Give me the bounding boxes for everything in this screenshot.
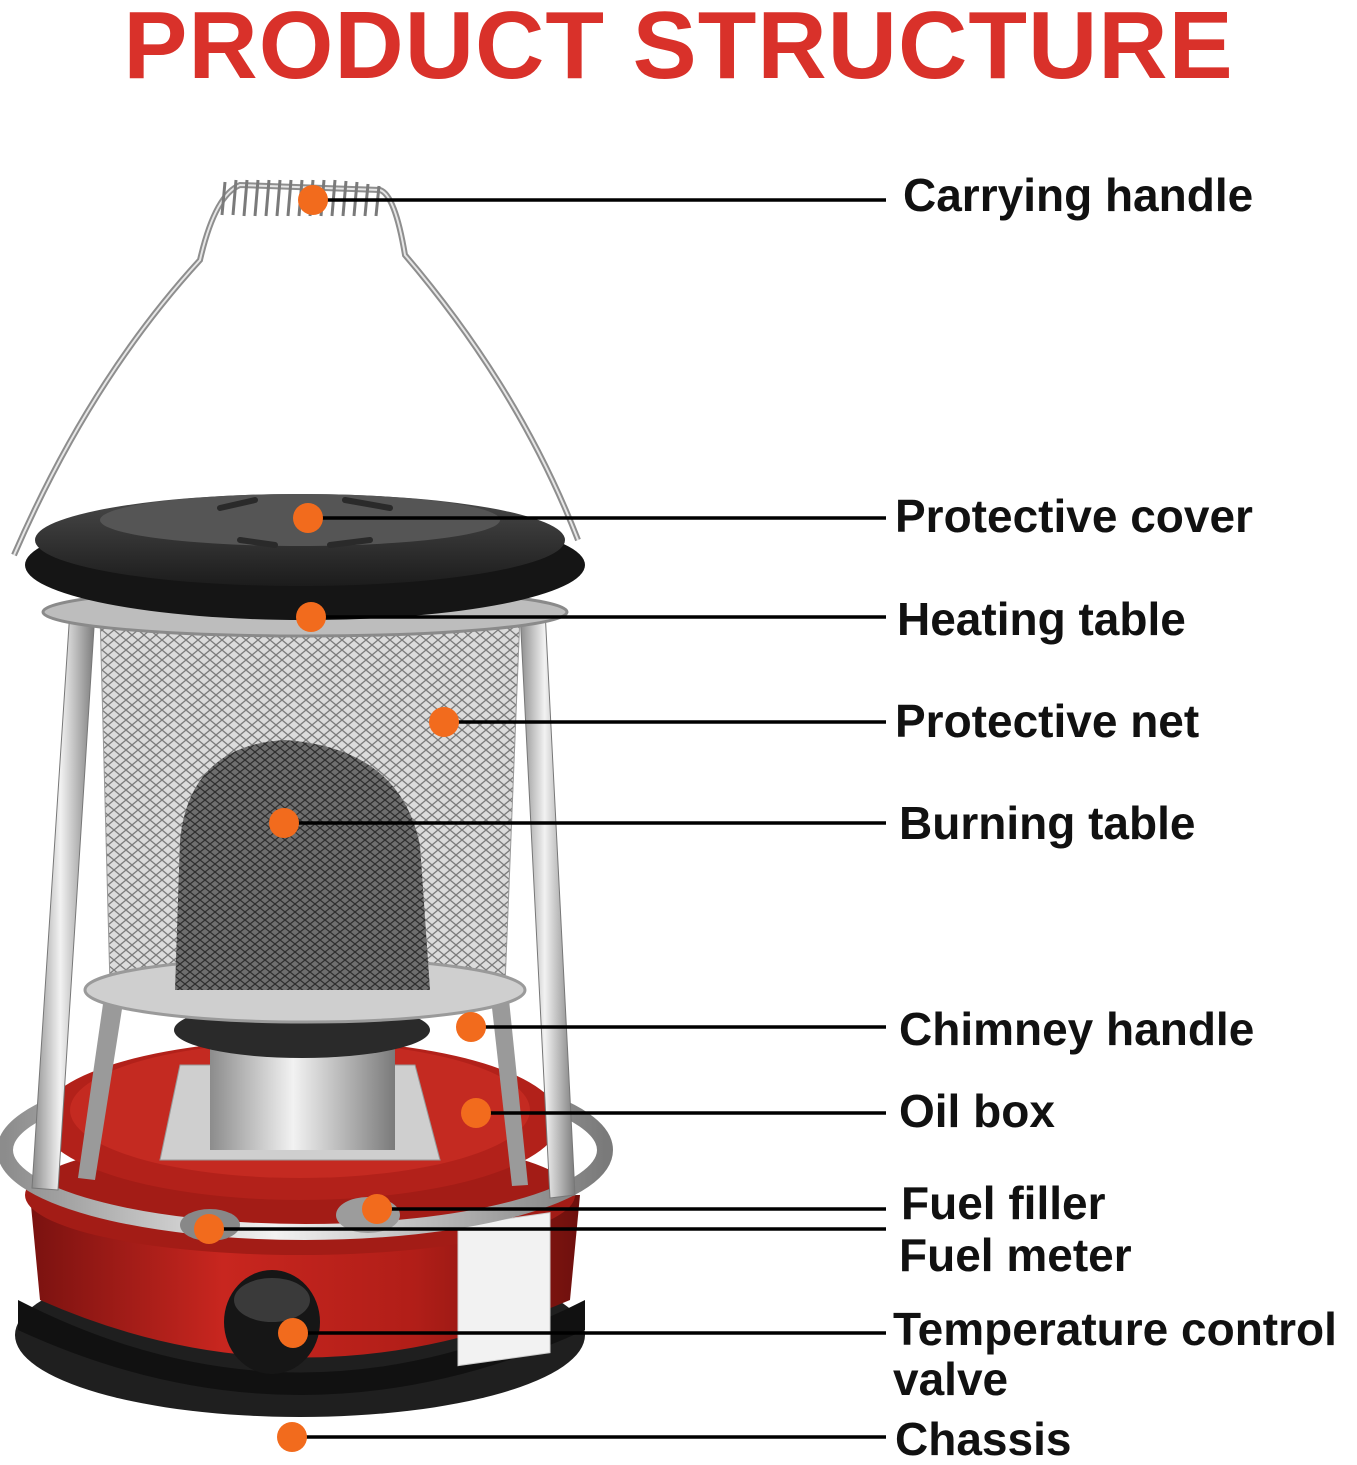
heating-table-callout-dot — [296, 602, 326, 632]
callout-leaders — [194, 185, 886, 1452]
oil-box-label: Oil box — [899, 1086, 1055, 1136]
fuel-filler-label-text: Fuel filler — [901, 1177, 1106, 1229]
fuel-meter-callout-dot — [194, 1214, 224, 1244]
protective-net-label-text: Protective net — [895, 695, 1200, 747]
heating-table-label-text: Heating table — [897, 593, 1186, 645]
oil-box-callout-dot — [461, 1098, 491, 1128]
fuel-meter-label: Fuel meter — [899, 1230, 1132, 1280]
burning-table-label-text: Burning table — [899, 797, 1196, 849]
chassis-callout-dot — [277, 1422, 307, 1452]
chimney-handle-label-text: Chimney handle — [899, 1003, 1255, 1055]
temperature-control-valve-label-text: Temperature control — [893, 1303, 1337, 1355]
heater-illustration — [0, 179, 613, 1417]
oil-box-label-text: Oil box — [899, 1085, 1055, 1137]
burning-table-callout-dot — [269, 808, 299, 838]
fuel-meter-label-text: Fuel meter — [899, 1229, 1132, 1281]
chimney-handle-label: Chimney handle — [899, 1004, 1254, 1054]
chassis-label: Chassis — [895, 1414, 1071, 1464]
chimney-handle-callout-dot — [456, 1012, 486, 1042]
fuel-filler-label: Fuel filler — [901, 1178, 1105, 1228]
heating-table-label: Heating table — [897, 594, 1186, 644]
protective-net-callout-dot — [429, 707, 459, 737]
burning-table-label: Burning table — [899, 798, 1195, 848]
protective-cover-callout-dot — [293, 503, 323, 533]
page-title: PRODUCT STRUCTURE — [123, 0, 1234, 99]
protective-cover-label: Protective cover — [895, 491, 1253, 541]
carrying-handle-label-text: Carrying handle — [903, 169, 1254, 221]
temperature-control-valve-label-text-line2: valve — [893, 1353, 1009, 1405]
temperature-control-valve-callout-dot — [278, 1318, 308, 1348]
chassis-label-text: Chassis — [895, 1413, 1072, 1465]
protective-cover-label-text: Protective cover — [895, 490, 1253, 542]
fuel-filler-callout-dot — [362, 1194, 392, 1224]
carrying-handle-label: Carrying handle — [903, 170, 1253, 220]
carrying-handle-callout-dot — [298, 185, 328, 215]
protective-net-label: Protective net — [895, 696, 1199, 746]
